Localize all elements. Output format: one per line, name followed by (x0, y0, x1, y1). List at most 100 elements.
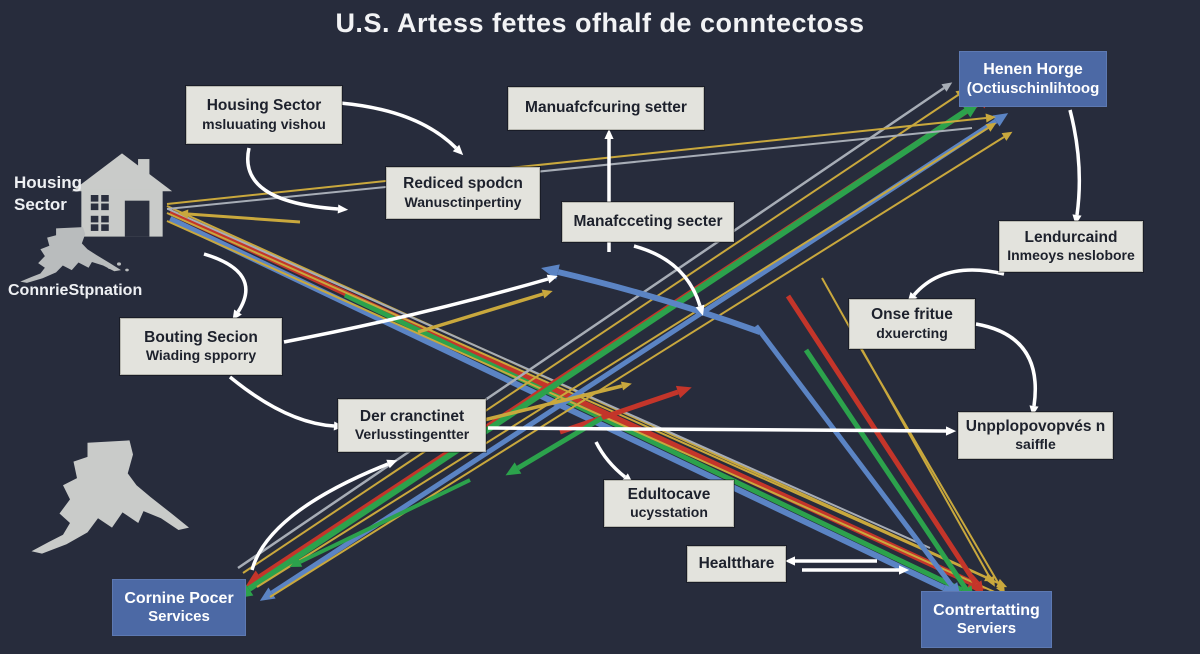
contrertatting-box-label: Serviers (956, 620, 1017, 638)
lendurcaind-box-label: Inmeoys neslobore (1007, 247, 1135, 264)
arrow-gray-head (941, 82, 953, 92)
arrow-gold-head (985, 113, 996, 123)
cornine-pocer-box-label: Services (148, 608, 210, 626)
cornine-pocer-box-label: Cornine Pocer (124, 589, 234, 607)
arrow-white-head (604, 128, 614, 139)
bouting-secion-box-label: Bouting Secion (144, 328, 258, 346)
housing-sector-label-line: Housing (14, 173, 82, 192)
arrow-gold (187, 212, 301, 224)
manuafcfcuring-box-label: Manuafcfcuring setter (525, 99, 687, 117)
arrow-green (247, 108, 968, 592)
arrow-gold (166, 220, 1009, 599)
edultocave-box-label: Edultocave (627, 485, 711, 503)
housing-sector-label-line: Sector (14, 194, 67, 214)
arrow-white (250, 462, 389, 571)
arrow-green-head (289, 557, 303, 568)
arrow-white-head (784, 556, 795, 566)
henen-horge-box-label: (Octiuschinlihtoog (966, 79, 1100, 97)
connriestpnation-label: ConnrieStpnation (8, 281, 142, 301)
arrow-white-head (546, 274, 558, 284)
arrow-white (246, 147, 339, 211)
arrow-white-head (695, 304, 705, 316)
arrow-red-head (675, 385, 692, 399)
healtthare-box-label: Healtthare (698, 554, 775, 572)
lendurcaind-box-label: Lendurcaind (1024, 228, 1118, 246)
onse-fritue-box-label: dxuercting (876, 324, 948, 341)
bouting-secion-box-label: Wiading spporry (145, 347, 257, 364)
der-cranctinet-box-label: Der cranctinet (359, 407, 465, 425)
arrow-white (912, 268, 1005, 297)
arrow-white-head (945, 426, 957, 436)
arrow-gold (256, 127, 989, 588)
island-dots-icon (88, 254, 129, 272)
arrow-gray (167, 208, 931, 549)
housing-sector-box-label: msluuating vishou (202, 115, 326, 132)
arrow-gold (475, 384, 623, 424)
henen-horge-box-label: Henen Horge (983, 61, 1083, 79)
arrow-red (785, 294, 979, 586)
onse-fritue-box-label: Onse fritue (871, 306, 953, 323)
arrow-green (803, 348, 969, 591)
arrow-white (203, 252, 248, 313)
arrow-white-head (452, 144, 464, 156)
arrow-gold (269, 136, 1005, 598)
arrow-green (343, 292, 964, 593)
arrow-white (1068, 109, 1082, 216)
arrow-gray (166, 127, 973, 210)
arrow-white-head (232, 309, 242, 321)
arrow-gold (417, 292, 544, 334)
arrow-white (283, 277, 549, 344)
arrow-green (516, 415, 604, 471)
henen-horge-box: Henen Horge(Octiuschinlihtoog (959, 51, 1107, 107)
house-icon (71, 153, 173, 237)
arrow-gold (242, 94, 959, 574)
edultocave-box-label: ucysstation (630, 504, 708, 521)
arrow-gold-head (1001, 131, 1013, 141)
unpplopovopves-box-label: saiffle (1015, 436, 1056, 453)
arrow-white (339, 101, 458, 150)
arrow-gold-head (620, 381, 632, 391)
arrow-white (594, 441, 627, 479)
arrow-white-head (386, 459, 398, 469)
arrow-green-head (505, 462, 522, 476)
arrow-blue-head (259, 587, 276, 601)
arrow-white-head (899, 565, 910, 575)
arrow-white-head (337, 204, 349, 214)
manafcceting-box-label: Manafcceting secter (573, 212, 723, 230)
arrow-gold-head (178, 209, 189, 219)
arrow-white (228, 375, 335, 428)
arrow-white-head (1072, 214, 1082, 226)
arrow-gold (849, 329, 1001, 587)
arrow-gold (166, 212, 999, 584)
diagram-title: U.S. Artess fettes ofhalf de conntectoss (335, 8, 865, 38)
housing-sector-box-label: Housing Sector (206, 97, 322, 114)
arrow-blue-head (992, 113, 1009, 127)
arrow-green (299, 478, 471, 564)
rediced-spodcn-box-label: Rediced spodcn (403, 175, 523, 192)
healtthare-box: Healtthare (687, 546, 786, 582)
arrow-white-head (1029, 405, 1039, 417)
arrow-gold (166, 117, 987, 205)
manuafcfcuring-box: Manuafcfcuring setter (508, 87, 704, 130)
arrow-gold-head (986, 575, 995, 587)
manafcceting-box: Manafcceting secter (562, 202, 734, 242)
der-cranctinet-box-label: Verlusstingentter (354, 426, 470, 443)
contrertatting-box-label: Contrertatting (933, 601, 1040, 619)
unpplopovopves-box-label: Unpplopovopvés n (965, 417, 1106, 435)
arrow-white (487, 426, 947, 433)
arrow-white (975, 322, 1037, 407)
alaska-map-small-icon (20, 227, 122, 283)
connriestpnation-label-line: ConnrieStpnation (8, 282, 143, 299)
